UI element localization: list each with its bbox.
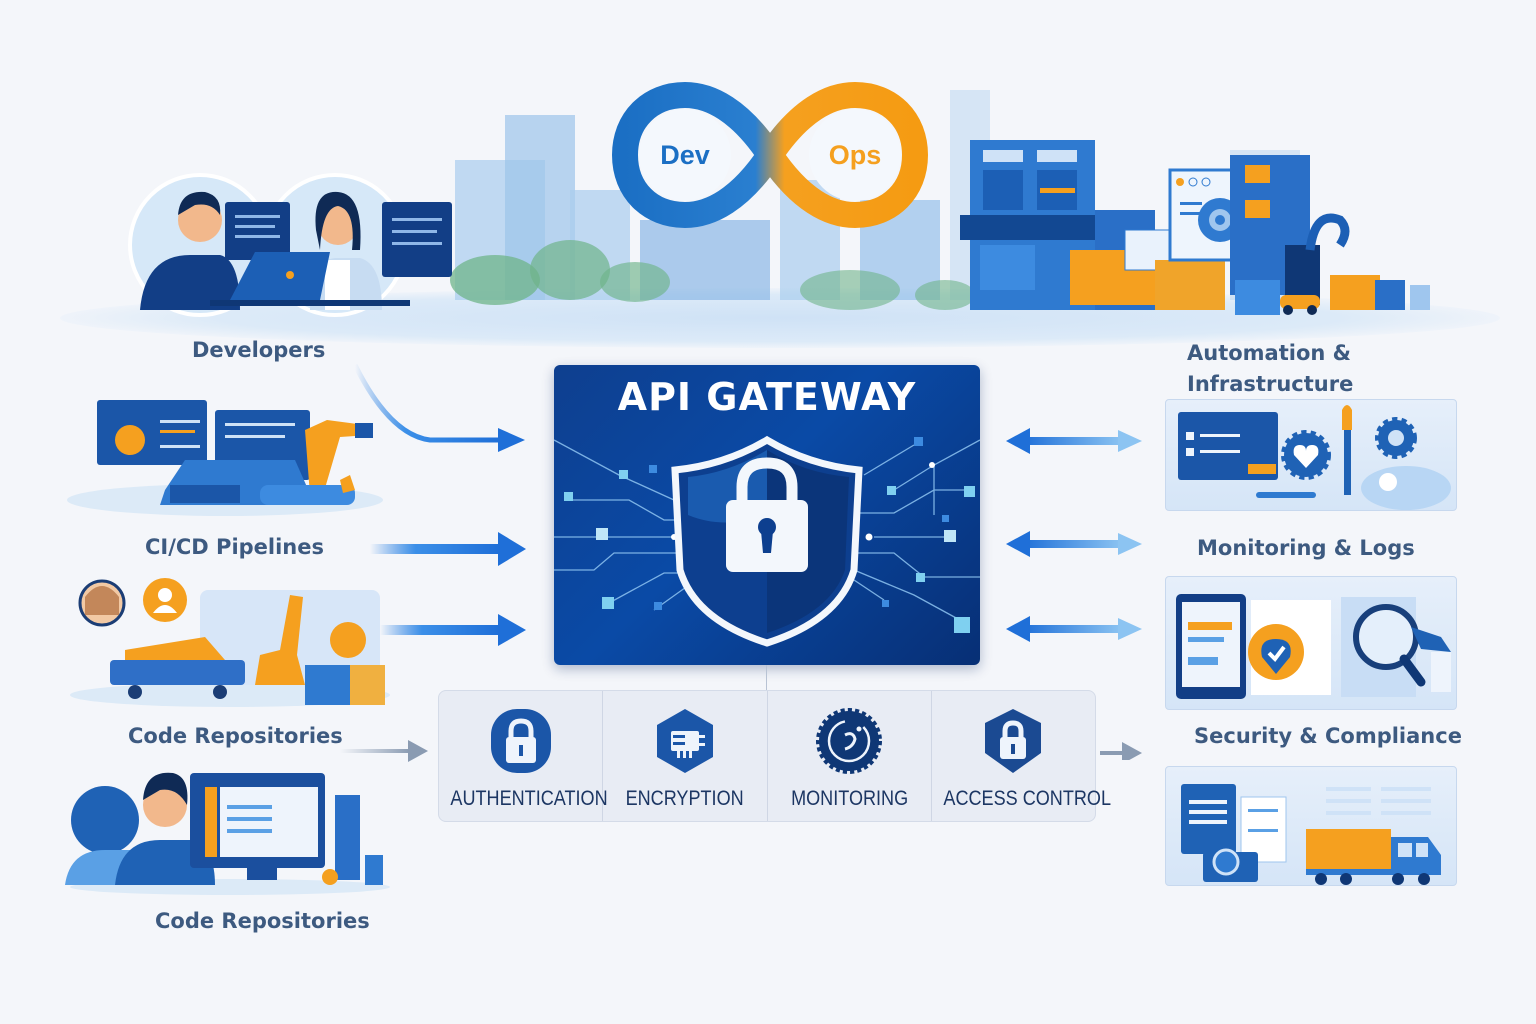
- automation-card: [1165, 399, 1457, 511]
- developer-desktop-illustration: [65, 772, 390, 895]
- api-gateway-panel: API GATEWAY: [554, 365, 980, 665]
- arrow-automation: [1006, 428, 1142, 454]
- conveyor-robot-illustration: [70, 578, 390, 707]
- features-panel: AUTHENTICATION ENCRYPTION MONITORING ACC…: [438, 690, 1111, 822]
- gear-refresh-icon: [816, 708, 883, 774]
- arrow-code-repos-2: [340, 749, 410, 753]
- label-line-2: Infrastructure: [1187, 372, 1354, 396]
- arrow-access-out: [1100, 742, 1142, 760]
- devops-infinity-logo: Dev Ops: [611, 81, 929, 229]
- chip-hexagon-icon: [656, 709, 713, 773]
- monitoring-magnifier-illustration: [1176, 594, 1451, 699]
- developers-illustration: [128, 173, 452, 317]
- shield-lock-icon: [671, 435, 863, 647]
- arrow-code-repos: [380, 625, 500, 635]
- left-arrows: [340, 363, 526, 762]
- devops-dev-text: Dev: [660, 140, 710, 170]
- documents-truck-illustration: [1181, 784, 1441, 885]
- cicd-robot-arm-illustration: [67, 400, 383, 516]
- label-code-repositories-2: Code Repositories: [155, 909, 370, 933]
- label-line-1: Automation &: [1187, 341, 1351, 365]
- arrow-cicd: [370, 544, 500, 554]
- arrow-developers: [352, 363, 500, 443]
- label-automation-infrastructure: Automation & Infrastructure: [1187, 338, 1353, 400]
- arrow-monitoring: [1006, 531, 1142, 557]
- label-security-compliance: Security & Compliance: [1194, 724, 1462, 748]
- feature-access-control[interactable]: ACCESS CONTROL: [932, 691, 1111, 821]
- feature-label: AUTHENTICATION: [450, 787, 608, 810]
- automation-gears-cloud-illustration: [1178, 405, 1451, 510]
- servers-infrastructure-illustration: [960, 140, 1430, 315]
- arrow-security: [1006, 616, 1142, 642]
- label-code-repositories: Code Repositories: [128, 724, 343, 748]
- feature-authentication[interactable]: AUTHENTICATION: [439, 691, 608, 821]
- api-gateway-title: API GATEWAY: [617, 375, 917, 419]
- feature-monitoring[interactable]: MONITORING: [768, 691, 932, 821]
- label-developers: Developers: [192, 338, 326, 362]
- feature-label: ENCRYPTION: [625, 787, 744, 810]
- right-arrows: [1006, 428, 1142, 760]
- feature-label: ACCESS CONTROL: [943, 787, 1111, 810]
- devops-ops-text: Ops: [829, 140, 882, 170]
- feature-encryption[interactable]: ENCRYPTION: [603, 691, 768, 821]
- gateway-connector-line: [766, 665, 767, 691]
- circuit-lines: [554, 435, 980, 647]
- padlock-icon: [490, 709, 551, 773]
- label-cicd-pipelines: CI/CD Pipelines: [145, 535, 325, 559]
- feature-label: MONITORING: [790, 787, 908, 810]
- monitoring-card: [1165, 576, 1457, 710]
- security-card: [1165, 766, 1457, 886]
- label-monitoring-logs: Monitoring & Logs: [1197, 536, 1415, 560]
- shield-padlock-icon: [985, 709, 1042, 773]
